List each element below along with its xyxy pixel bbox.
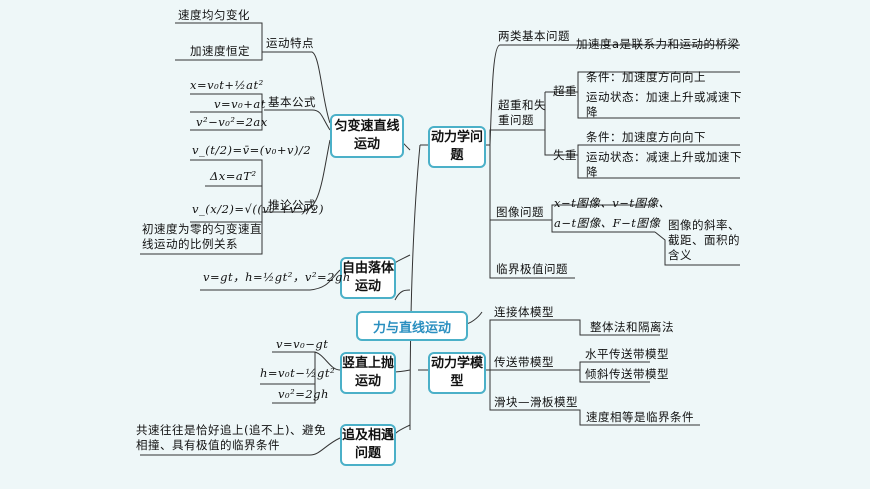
- branch-chase: 追及相遇问题: [340, 424, 396, 466]
- vertical-formula-3: v₀²=2gh: [278, 387, 329, 401]
- under-state: 运动状态：减速上升或加速下降: [586, 150, 742, 179]
- branch-uniform-accel: 匀变速直线运动: [330, 114, 404, 158]
- over-state: 运动状态：加速上升或减速下降: [586, 90, 742, 119]
- graph-item-2: a−t图像、F−t图像: [554, 216, 661, 230]
- graph-item-1: x−t图像、v−t图像、: [554, 196, 671, 210]
- char-label: 运动特点: [266, 36, 314, 50]
- vertical-formula-1: v=v₀−gt: [276, 337, 329, 351]
- graph-label: 图像问题: [496, 205, 544, 219]
- infer-label: 推论公式: [268, 198, 316, 212]
- critical-label: 临界极值问题: [496, 262, 568, 276]
- branch-vertical-throw-label: 竖直上抛运动: [342, 356, 395, 389]
- infer-proportion: 初速度为零的匀变速直线运动的比例关系: [142, 222, 262, 251]
- branch-dyn-problems-label: 动力学问题: [430, 130, 483, 163]
- over-under-label: 超重和失重问题: [498, 98, 546, 127]
- branch-dyn-models: 动力学模型: [428, 352, 486, 394]
- whole-iso-text: 整体法和隔离法: [590, 320, 674, 334]
- conveyor-label: 传送带模型: [494, 355, 554, 369]
- basic-formula-2: v=v₀+at: [214, 97, 266, 111]
- chase-text: 共速往往是恰好追上(追不上)、避免相撞、具有极值的临界条件: [136, 423, 326, 452]
- branch-free-fall-label: 自由落体运动: [342, 261, 395, 294]
- basic-formula-3: v²−v₀²=2ax: [196, 115, 268, 129]
- free-fall-formula: v=gt，h=½gt²，v²=2gh: [203, 270, 351, 284]
- char-item-2: 加速度恒定: [190, 44, 250, 58]
- branch-chase-label: 追及相遇问题: [342, 428, 395, 461]
- two-types-label: 两类基本问题: [498, 29, 570, 43]
- basic-formula-1: x=v₀t+½at²: [190, 78, 264, 92]
- infer-formula-3: v_(x/2)=√((v₀²+v²)/2): [192, 202, 324, 216]
- branch-free-fall: 自由落体运动: [340, 257, 396, 299]
- basic-label: 基本公式: [268, 95, 316, 109]
- inclined-conveyor: 倾斜传送带模型: [585, 367, 669, 381]
- over-cond: 条件：加速度方向向上: [586, 70, 706, 84]
- slider-label: 滑块—滑板模型: [494, 395, 578, 409]
- branch-vertical-throw: 竖直上抛运动: [340, 352, 396, 394]
- graph-meaning: 图像的斜率、截距、面积的含义: [668, 218, 740, 262]
- vertical-formula-2: h=v₀t−½gt²: [260, 366, 336, 380]
- over-label: 超重: [553, 84, 577, 98]
- under-label: 失重: [553, 148, 577, 162]
- bridge-text: 加速度a是联系力和运动的桥梁: [576, 37, 740, 51]
- horizontal-conveyor: 水平传送带模型: [585, 347, 669, 361]
- connected-label: 连接体模型: [494, 305, 554, 319]
- branch-dyn-problems: 动力学问题: [428, 126, 486, 168]
- under-cond: 条件：加速度方向向下: [586, 130, 706, 144]
- char-item-1: 速度均匀变化: [178, 8, 250, 22]
- trunk-line: [409, 144, 421, 431]
- branch-dyn-models-label: 动力学模型: [430, 356, 483, 389]
- infer-formula-1: v_(t/2)=v̄=(v₀+v)/2: [192, 143, 312, 157]
- slider-cond: 速度相等是临界条件: [586, 410, 694, 424]
- branch-uniform-accel-label: 匀变速直线运动: [334, 119, 400, 152]
- infer-formula-2: Δx=aT²: [210, 169, 257, 183]
- center-node: 力与直线运动: [356, 311, 468, 341]
